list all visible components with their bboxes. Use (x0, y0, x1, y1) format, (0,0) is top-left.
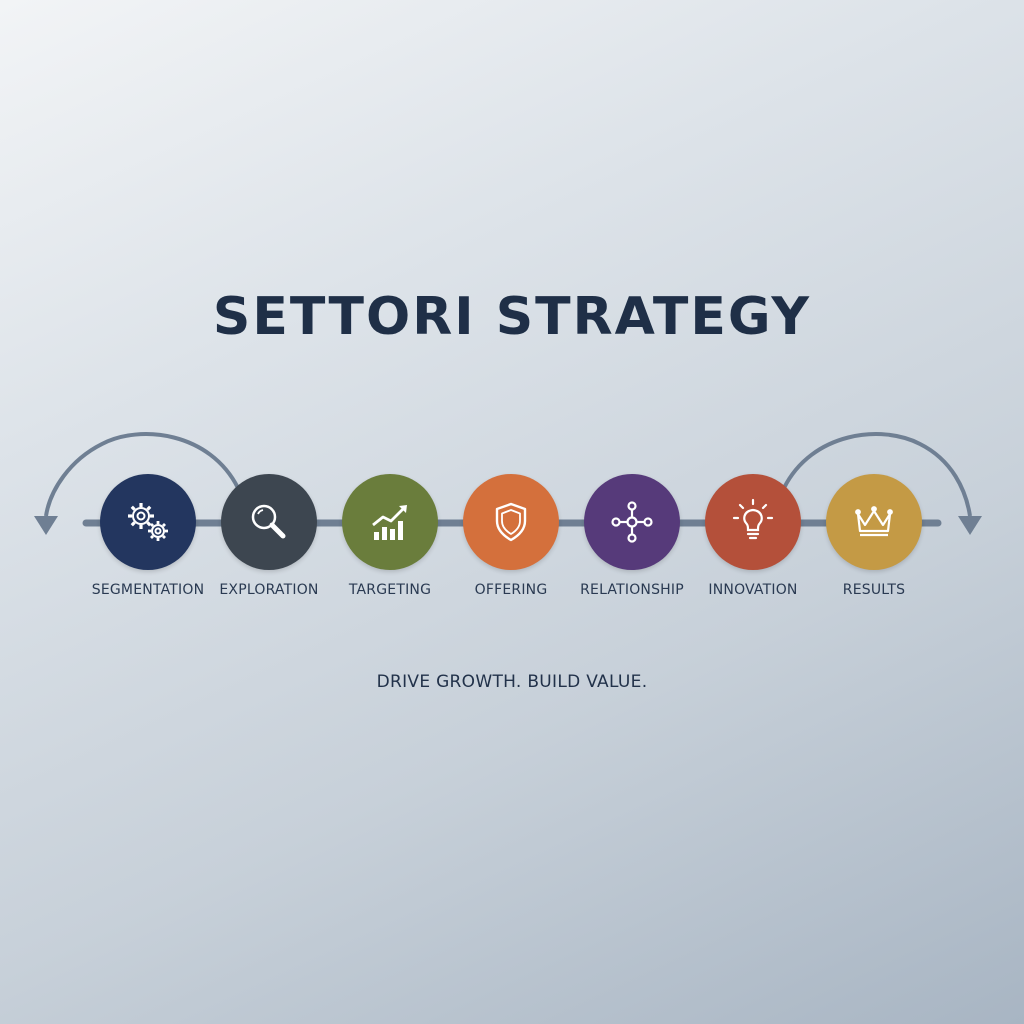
step-circle (221, 474, 317, 570)
step-label: RESULTS (842, 582, 906, 598)
step-circle (584, 474, 680, 570)
left-loop-arrow (44, 432, 240, 517)
step-label: SEGMENTATION (91, 582, 205, 598)
step-label: INNOVATION (708, 582, 798, 598)
lightbulb-icon (732, 498, 774, 540)
step-label: EXPLORATION (219, 582, 319, 598)
gears-icon (128, 503, 168, 541)
page-title: SETTORI STRATEGY (212, 287, 812, 347)
step-segmentation: SEGMENTATION (78, 474, 218, 598)
step-circle (826, 474, 922, 570)
step-relationship: RELATIONSHIP (562, 474, 702, 598)
step-targeting: TARGETING (320, 474, 460, 598)
tagline: DRIVE GROWTH. BUILD VALUE. (376, 672, 648, 692)
step-circle (705, 474, 801, 570)
step-circle (463, 474, 559, 570)
step-exploration: EXPLORATION (199, 474, 339, 598)
step-innovation: INNOVATION (683, 474, 823, 598)
right-arrowhead (958, 516, 982, 535)
step-offering: OFFERING (441, 474, 581, 598)
step-results: RESULTS (804, 474, 944, 598)
crown-icon (855, 506, 893, 537)
network-icon (611, 501, 653, 543)
right-loop-arrow (782, 432, 972, 517)
step-label: TARGETING (348, 582, 432, 598)
step-label: OFFERING (474, 582, 548, 598)
step-circle (100, 474, 196, 570)
shield-icon (495, 502, 527, 542)
step-label: RELATIONSHIP (580, 582, 684, 598)
left-arrowhead (34, 516, 58, 535)
magnifier-icon (251, 504, 286, 539)
growth-chart-icon (372, 505, 407, 540)
step-circle (342, 474, 438, 570)
